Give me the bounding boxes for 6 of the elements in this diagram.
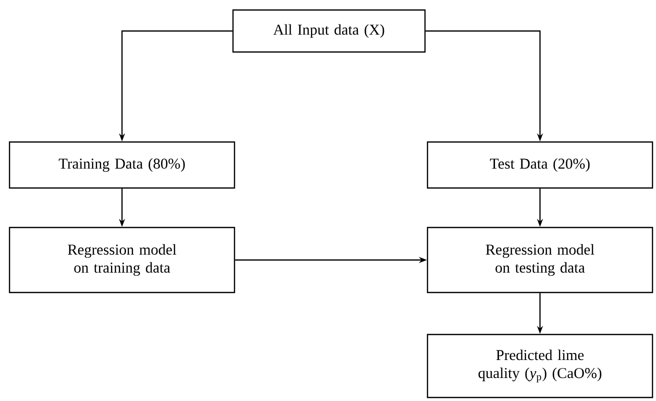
process-box: Test Data (20%) (426, 141, 654, 189)
process-box: Predicted lime quality (y$_{p}$) (CaO%) (426, 334, 654, 398)
process-box: All Input data (X) (232, 9, 426, 53)
process-box: Regression model on testing data (426, 226, 654, 294)
process-box: Regression model on training data (8, 226, 236, 294)
process-box: Training Data (80%) (8, 141, 236, 189)
